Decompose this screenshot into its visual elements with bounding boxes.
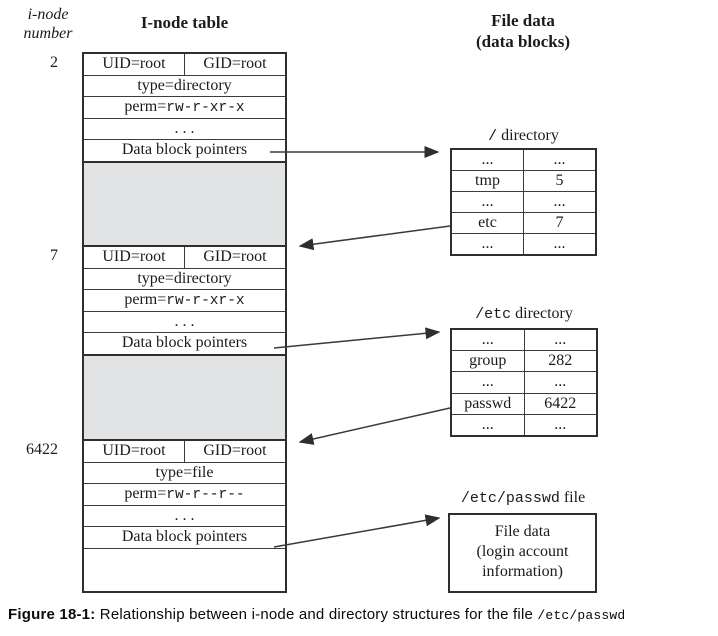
inode-row-perm: perm=rw-r--r-- [84,484,285,506]
passwd-file-label-text: file [559,489,586,506]
dir-entry-inode: 282 [548,352,573,370]
inode-row-ellipsis: . . . [84,311,285,333]
root-directory-label: / directory [450,127,597,145]
table-row: ... ... [452,414,596,436]
perm-value: rw-r-xr-x [166,293,245,309]
dir-entry-name: tmp [452,171,524,191]
table-row: ... ... [452,372,596,394]
uid-cell: UID=root [84,247,185,268]
perm-value: rw-r-xr-x [166,100,245,116]
dir-entry-inode: ... [553,193,566,210]
perm-prefix: perm= [124,98,167,115]
inode-row-uid-gid: UID=root GID=root [84,247,285,269]
etc-directory-label-text: directory [511,305,573,322]
arrow-inode7-to-etc-directory [273,327,441,349]
table-row: ... ... [452,330,596,352]
inode-table-title: I-node table [140,13,229,32]
file-data-title-line2: (data blocks) [476,32,570,51]
inode-row-type: type=directory [84,75,285,97]
file-data-content-line3: information) [482,563,563,580]
inode-table-spacer [84,354,285,441]
inode-row-pointers: Data block pointers [84,140,285,162]
dir-entry-name: etc [452,213,524,233]
inode-number-column-label: i-node number [8,5,88,43]
passwd-file-label: /etc/passwd file [448,489,598,507]
figure-caption-text: Relationship between i-node and director… [95,606,538,623]
inode-number-label-line2: number [23,25,73,42]
table-row: etc 7 [452,213,595,234]
arrow-passwd-entry-to-inode6422 [298,407,451,445]
perm-prefix: perm= [124,485,167,502]
inode-row-perm: perm=rw-r-xr-x [84,97,285,119]
perm-value: rw-r--r-- [166,487,245,503]
inode-row-type: type=directory [84,268,285,290]
dir-entry-inode: 7 [555,214,564,231]
file-data-title-line1: File data [491,11,555,30]
inode-entry-2: UID=root GID=root type=directory perm=rw… [84,54,285,162]
figure-caption-path: /etc/passwd [537,608,626,623]
file-data-title: File data (data blocks) [448,10,598,52]
inode-number-7: 7 [50,247,58,264]
file-data-content-line1: File data [494,523,551,540]
perm-prefix: perm= [124,291,167,308]
etc-directory-table: ... ... group 282 ... ... passwd 6422 ..… [450,328,598,437]
dir-entry-inode: 5 [555,172,564,189]
inode-row-uid-gid: UID=root GID=root [84,54,285,76]
table-row: ... ... [452,150,595,171]
inode-row-uid-gid: UID=root GID=root [84,441,285,463]
dir-entry-inode: 6422 [544,394,577,412]
figure-caption: Figure 18-1: Relationship between i-node… [8,606,716,623]
uid-cell: UID=root [84,54,185,75]
inode-number-2: 2 [50,54,58,71]
inode-row-ellipsis: . . . [84,505,285,527]
dir-entry-name: ... [452,330,525,351]
passwd-file-path: /etc/passwd [460,490,560,507]
table-row: passwd 6422 [452,393,596,415]
inode-number-6422: 6422 [26,441,58,458]
dir-entry-name: passwd [452,393,525,414]
gid-cell: GID=root [203,55,267,72]
dir-entry-inode: ... [554,415,567,433]
dir-entry-name: ... [452,234,524,254]
arrow-inode6422-to-passwd-file [273,514,441,548]
uid-cell: UID=root [84,441,185,462]
dir-entry-name: ... [452,150,524,170]
inode-entry-6422: UID=root GID=root type=file perm=rw-r--r… [84,441,285,549]
root-directory-path: / [488,128,498,145]
table-row: tmp 5 [452,171,595,192]
dir-entry-name: ... [452,192,524,212]
root-directory-label-text: directory [497,127,559,144]
root-directory-table: ... ... tmp 5 ... ... etc 7 ... ... [450,148,597,256]
dir-entry-inode: ... [554,331,567,348]
passwd-file-data-box: File data (login account information) [448,513,597,593]
inode-row-pointers: Data block pointers [84,527,285,549]
gid-cell: GID=root [203,442,267,459]
file-data-content-line2: (login account [476,543,569,560]
dir-entry-inode: ... [553,151,566,168]
dir-entry-name: group [452,351,525,372]
figure-caption-label: Figure 18-1: [8,606,96,623]
inode-row-perm: perm=rw-r-xr-x [84,290,285,312]
gid-cell: GID=root [203,248,267,265]
table-row: group 282 [452,351,596,373]
etc-directory-path: /etc [475,306,512,323]
inode-row-ellipsis: . . . [84,118,285,140]
dir-entry-name: ... [452,414,525,436]
dir-entry-inode: ... [553,235,566,252]
inode-table-spacer [84,161,285,247]
table-row: ... ... [452,192,595,213]
etc-directory-label: /etc directory [450,305,598,323]
dir-entry-name: ... [452,372,525,393]
arrow-etc-entry-to-inode7 [298,225,451,251]
inode-table: UID=root GID=root type=directory perm=rw… [82,52,287,593]
inode-row-type: type=file [84,462,285,484]
dir-entry-inode: ... [554,373,567,391]
inode-row-pointers: Data block pointers [84,333,285,355]
inode-entry-7: UID=root GID=root type=directory perm=rw… [84,247,285,355]
inode-number-label-line1: i-node [27,6,69,23]
table-row: ... ... [452,234,595,254]
